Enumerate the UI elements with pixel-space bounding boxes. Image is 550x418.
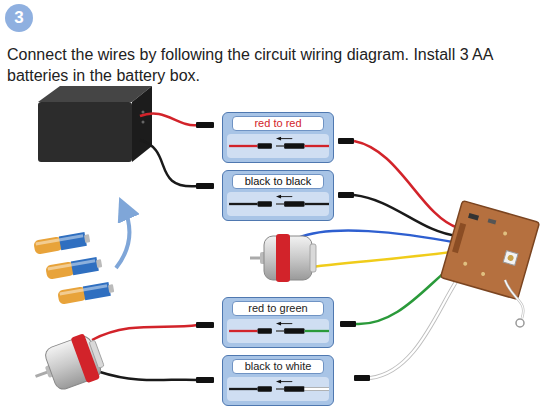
black-wire <box>100 372 198 380</box>
motor <box>250 234 316 282</box>
antenna-wire <box>505 280 523 318</box>
black-wire <box>140 140 198 186</box>
battery-box <box>38 86 152 162</box>
step-number: 3 <box>5 4 33 32</box>
motor <box>27 331 107 399</box>
panel-label-tab: red to red <box>232 116 324 131</box>
red-wire <box>140 113 198 125</box>
panel-label: red to red <box>254 117 301 130</box>
panel-label: black to white <box>245 360 312 373</box>
connector-illustration <box>227 134 329 158</box>
wire-connector <box>338 192 354 198</box>
wire-connector <box>354 375 370 381</box>
connector-illustration <box>227 319 329 343</box>
wire-connector <box>196 322 214 328</box>
wiring-panel: black to black <box>222 170 334 221</box>
wiring-panel: red to red <box>222 112 334 163</box>
wiring-panel: black to white <box>222 355 334 406</box>
wire-connector <box>196 183 214 189</box>
connector-illustration <box>227 377 329 401</box>
wire-connector <box>340 321 356 327</box>
wire-connector <box>196 377 214 383</box>
red-wire <box>92 325 198 340</box>
white-wire-edge <box>370 270 464 378</box>
white-wire <box>370 270 464 378</box>
panel-label: red to green <box>248 302 307 315</box>
wiring-panel: red to green <box>222 297 334 348</box>
aa-batteries <box>33 231 115 305</box>
panel-label-tab: black to black <box>232 174 324 189</box>
blue-wire <box>298 231 458 243</box>
wire-connector <box>196 122 214 128</box>
yellow-wire <box>302 251 458 268</box>
circuit-board <box>441 201 540 300</box>
panel-label-tab: black to white <box>232 359 324 374</box>
panel-label: black to black <box>245 175 312 188</box>
antenna-wire-edge <box>505 280 523 318</box>
instruction-text: Connect the wires by following the circu… <box>7 44 512 86</box>
black-wire <box>354 195 458 236</box>
antenna-ring <box>516 319 524 327</box>
wire-connector <box>338 138 354 144</box>
insert-arrow <box>116 208 129 268</box>
panel-label-tab: red to green <box>232 301 324 316</box>
step-number-text: 3 <box>14 8 23 28</box>
connector-illustration <box>227 192 329 216</box>
